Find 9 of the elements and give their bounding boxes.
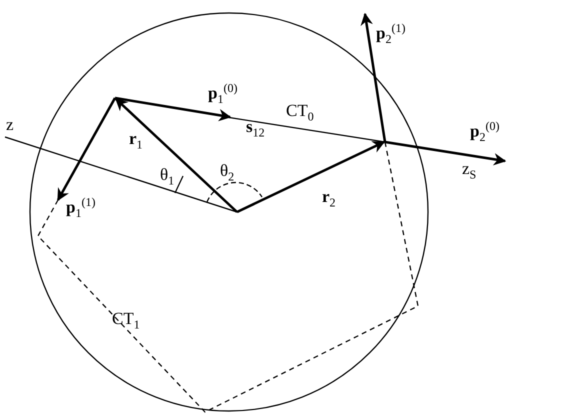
vector-label: r$_{2}$ <box>322 188 336 208</box>
vector-label: s$_{12}$ <box>246 118 265 138</box>
angle-label: θ$_{1}$ <box>160 166 174 186</box>
axis-label: z <box>6 116 14 133</box>
curve-label: CT$_{0}$ <box>286 102 314 122</box>
axis-label: z$_{S}$ <box>462 160 476 180</box>
angle-label: θ$_{2}$ <box>220 162 234 182</box>
curve-label: CT$_{1}$ <box>112 310 140 330</box>
vector-label: r$_{1}$ <box>129 130 143 150</box>
